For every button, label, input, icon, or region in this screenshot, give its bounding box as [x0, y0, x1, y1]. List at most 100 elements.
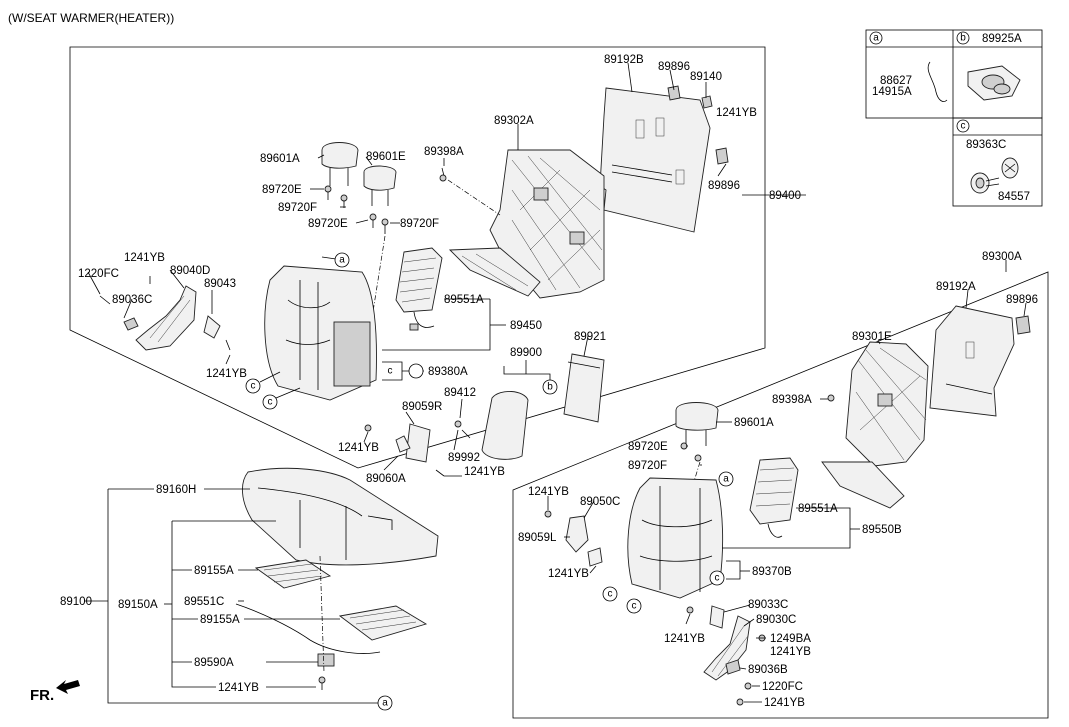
label-89043: 89043 — [204, 278, 236, 290]
svg-text:c: c — [251, 381, 256, 392]
label-1241yb-e: 1241YB — [464, 466, 505, 478]
label-1241yb-r1: 1241YB — [528, 486, 569, 498]
trim-89050c — [565, 515, 603, 567]
bracket-89040d — [123, 285, 221, 351]
svg-text:b: b — [547, 382, 553, 393]
label-89300a: 89300A — [982, 251, 1022, 263]
heater-pad-89155a-2 — [338, 605, 428, 641]
label-89060a: 89060A — [366, 473, 406, 485]
label-89601a-r: 89601A — [734, 417, 774, 429]
label-89040d: 89040D — [170, 265, 210, 277]
callout-a-3: a — [377, 695, 393, 711]
upper-labels: 89400 89192B 89896 89140 1241YB 89302A 8… — [78, 54, 801, 485]
label-89551c: 89551C — [184, 596, 224, 608]
upper-leader-lines — [87, 62, 806, 477]
legend-labels: 88627 14915A 89925A 89363C 84557 — [872, 33, 1030, 203]
headrest-89601e — [363, 165, 397, 206]
callout-c-3: c — [388, 363, 424, 379]
callout-a-2: a — [718, 471, 734, 487]
label-89896-b: 89896 — [708, 180, 740, 192]
label-1241yb-b: 1241YB — [124, 252, 165, 264]
svg-text:b: b — [960, 33, 966, 44]
controller-89590a — [317, 653, 335, 667]
label-89363c: 89363C — [966, 139, 1006, 151]
label-89551a: 89551A — [444, 294, 484, 306]
label-1220fc-r: 1220FC — [762, 681, 803, 693]
diagram-header: (W/SEAT WARMER(HEATER)) — [8, 11, 174, 25]
label-1241yb-r5: 1241YB — [764, 697, 805, 709]
seatback-panel-right — [929, 305, 1031, 417]
callout-a-1: a — [334, 252, 350, 268]
seatback-cushion-upper — [264, 265, 377, 401]
label-89370b: 89370B — [752, 566, 792, 578]
label-89059l: 89059L — [518, 532, 557, 544]
label-89720e: 89720E — [262, 184, 302, 196]
svg-text:a: a — [382, 698, 388, 709]
cup-holder-icon — [967, 65, 1021, 101]
cushion-labels: 89100 89160H 89150A 89155A 89551C 89155A… — [60, 484, 259, 694]
label-89925a: 89925A — [982, 33, 1022, 45]
label-89155a-b: 89155A — [200, 614, 240, 626]
wire-clip-icon — [927, 61, 948, 102]
label-89921: 89921 — [574, 331, 606, 343]
label-89590a: 89590A — [194, 657, 234, 669]
label-89450: 89450 — [510, 320, 542, 332]
label-89050c: 89050C — [580, 496, 620, 508]
label-89160h: 89160H — [156, 484, 196, 496]
label-89380a: 89380A — [428, 366, 468, 378]
svg-text:c: c — [388, 366, 393, 377]
label-1241yb: 1241YB — [716, 107, 757, 119]
armrest-pad-89900 — [481, 391, 529, 460]
label-89302a: 89302A — [494, 115, 534, 127]
label-89398a-r: 89398A — [772, 394, 812, 406]
label-1249ba: 1249BA — [770, 633, 811, 645]
trim-89059r — [395, 423, 431, 463]
upper-assembly-frame — [69, 46, 766, 469]
label-89550b: 89550B — [862, 524, 902, 536]
callout-c-1: c — [245, 378, 261, 394]
callout-c-6: c — [626, 598, 642, 614]
label-89150a: 89150A — [118, 599, 158, 611]
svg-text:a: a — [873, 33, 879, 44]
heater-harness-89551c — [235, 603, 381, 654]
callout-c-2: c — [262, 394, 278, 410]
label-84557: 84557 — [998, 191, 1030, 203]
label-89036b: 89036B — [748, 664, 788, 676]
label-1241yb-r2: 1241YB — [548, 568, 589, 580]
label-14915a: 14915A — [872, 86, 912, 98]
label-89059r: 89059R — [402, 401, 442, 413]
label-89896: 89896 — [658, 61, 690, 73]
svg-text:c: c — [632, 601, 637, 612]
label-89301e: 89301E — [852, 331, 892, 343]
label-89412: 89412 — [444, 387, 476, 399]
svg-text:c: c — [268, 397, 273, 408]
cushion-leader-lines — [84, 488, 378, 704]
label-89100: 89100 — [60, 596, 92, 608]
label-89398a: 89398A — [424, 146, 464, 158]
fr-label: FR. — [30, 687, 54, 704]
callout-c-5: c — [602, 586, 618, 602]
label-89030c: 89030C — [756, 614, 796, 626]
headrest-89601a — [321, 142, 359, 186]
label-1241yb-r4: 1241YB — [770, 646, 811, 658]
label-89720f: 89720F — [278, 202, 317, 214]
label-89192b: 89192B — [604, 54, 644, 66]
label-89033c: 89033C — [748, 599, 788, 611]
heater-pad-right — [749, 457, 799, 538]
label-88627: 88627 — [880, 75, 912, 87]
right-leader-lines — [547, 260, 1027, 703]
label-89601a: 89601A — [260, 153, 300, 165]
guide-pins-upper — [324, 185, 389, 234]
label-1220fc: 1220FC — [78, 268, 119, 280]
svg-text:c: c — [961, 121, 966, 132]
label-1241yb-cushion: 1241YB — [218, 682, 259, 694]
heater-pad-89155a-1 — [254, 559, 332, 589]
seatback-panel-upper — [599, 85, 729, 233]
bracket-89030c — [703, 605, 751, 681]
label-89036c: 89036C — [112, 294, 152, 306]
label-1241yb-c: 1241YB — [206, 368, 247, 380]
front-direction-indicator: FR. — [30, 680, 80, 704]
label-89720f-b: 89720F — [400, 218, 439, 230]
